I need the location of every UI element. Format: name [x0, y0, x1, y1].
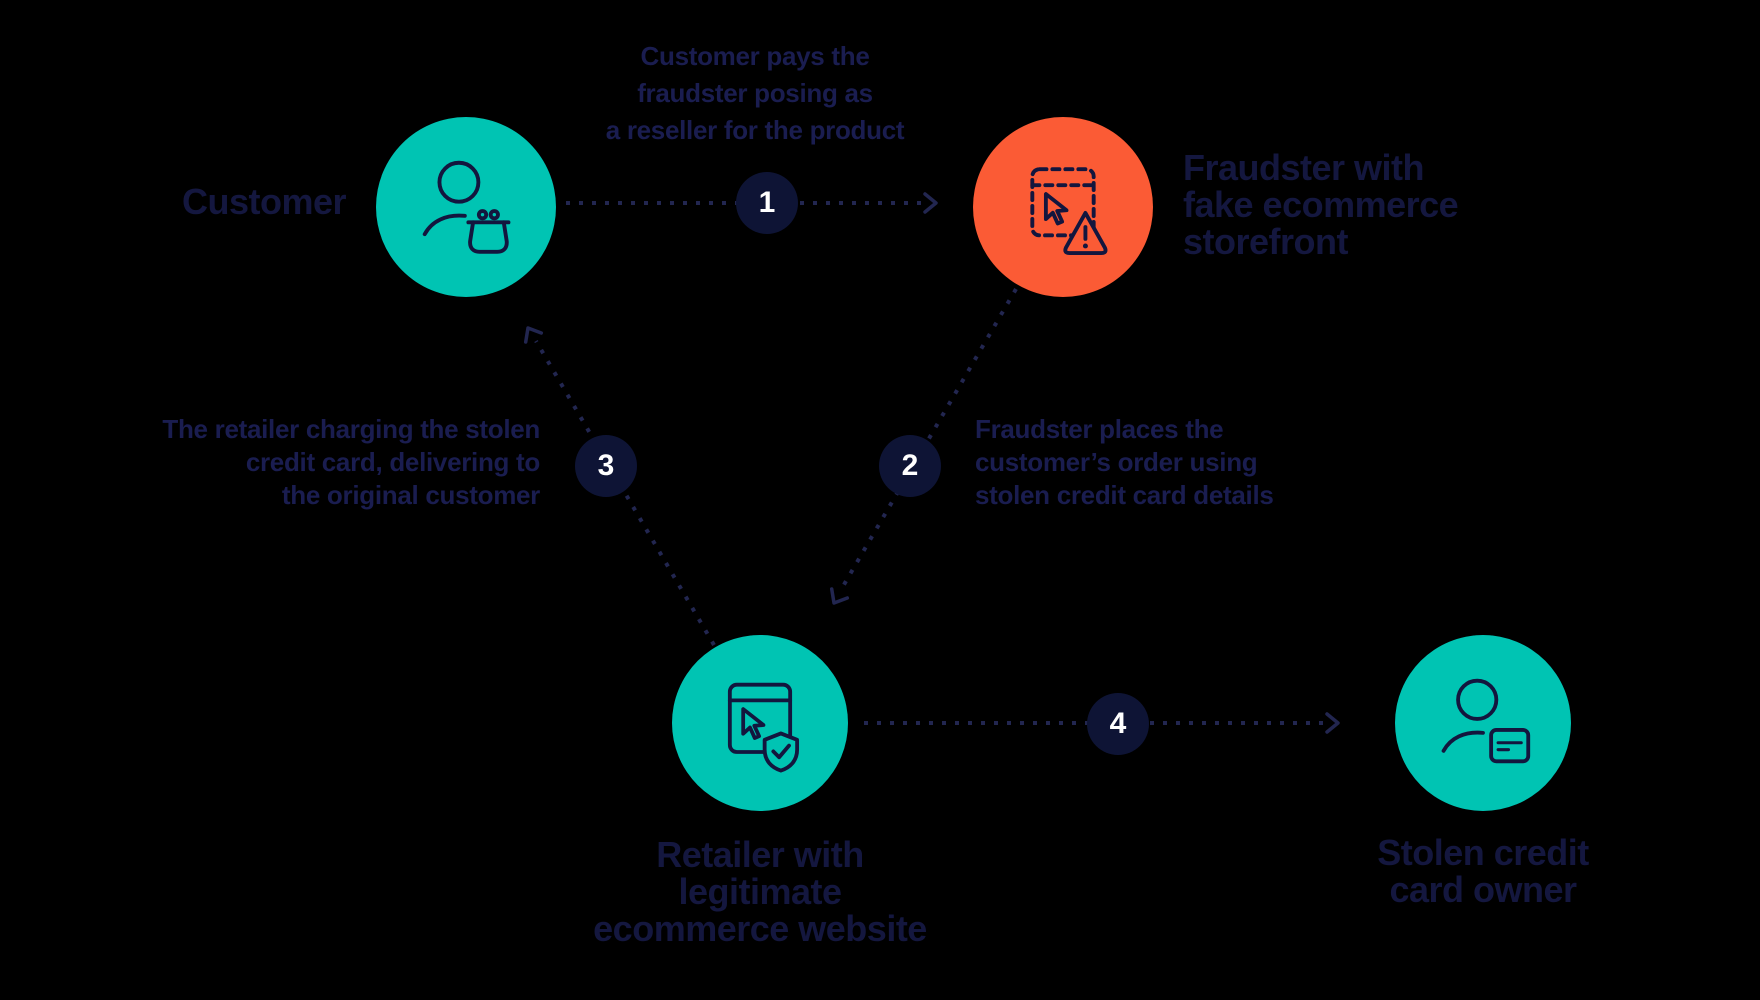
customer-node	[376, 117, 556, 297]
fraudster-label: Fraudster with fake ecommerce storefront	[1183, 147, 1459, 262]
retailer-label: Retailer with legitimate ecommerce websi…	[593, 834, 927, 949]
step-4-badge: 4	[1087, 693, 1149, 755]
step-2-badge: 2	[879, 435, 941, 497]
arrowhead-4	[1325, 712, 1340, 734]
flow-line-3	[534, 339, 716, 647]
arrowhead-1	[923, 192, 938, 214]
step-3-description: The retailer charging the stolen credit …	[162, 414, 540, 510]
flow-line-2	[840, 287, 1018, 590]
browser-shield-check-icon	[727, 682, 800, 773]
person-credit-card-icon	[1441, 678, 1531, 764]
step-2-description: Fraudster places the customer’s order us…	[975, 414, 1274, 510]
card-owner-node	[1395, 635, 1571, 811]
step-1-description: Customer pays the fraudster posing as a …	[605, 41, 905, 145]
step-3-badge: 3	[575, 435, 637, 497]
person-coin-purse-icon	[422, 160, 511, 254]
dashed-storefront-warning-icon	[1030, 167, 1108, 255]
step-1-badge: 1	[736, 172, 798, 234]
card-owner-label: Stolen credit card owner	[1377, 832, 1589, 910]
arrowhead-2	[829, 587, 850, 605]
fraudster-node	[973, 117, 1153, 297]
retailer-node	[672, 635, 848, 811]
arrowhead-3	[523, 326, 544, 344]
customer-label: Customer	[181, 181, 347, 222]
